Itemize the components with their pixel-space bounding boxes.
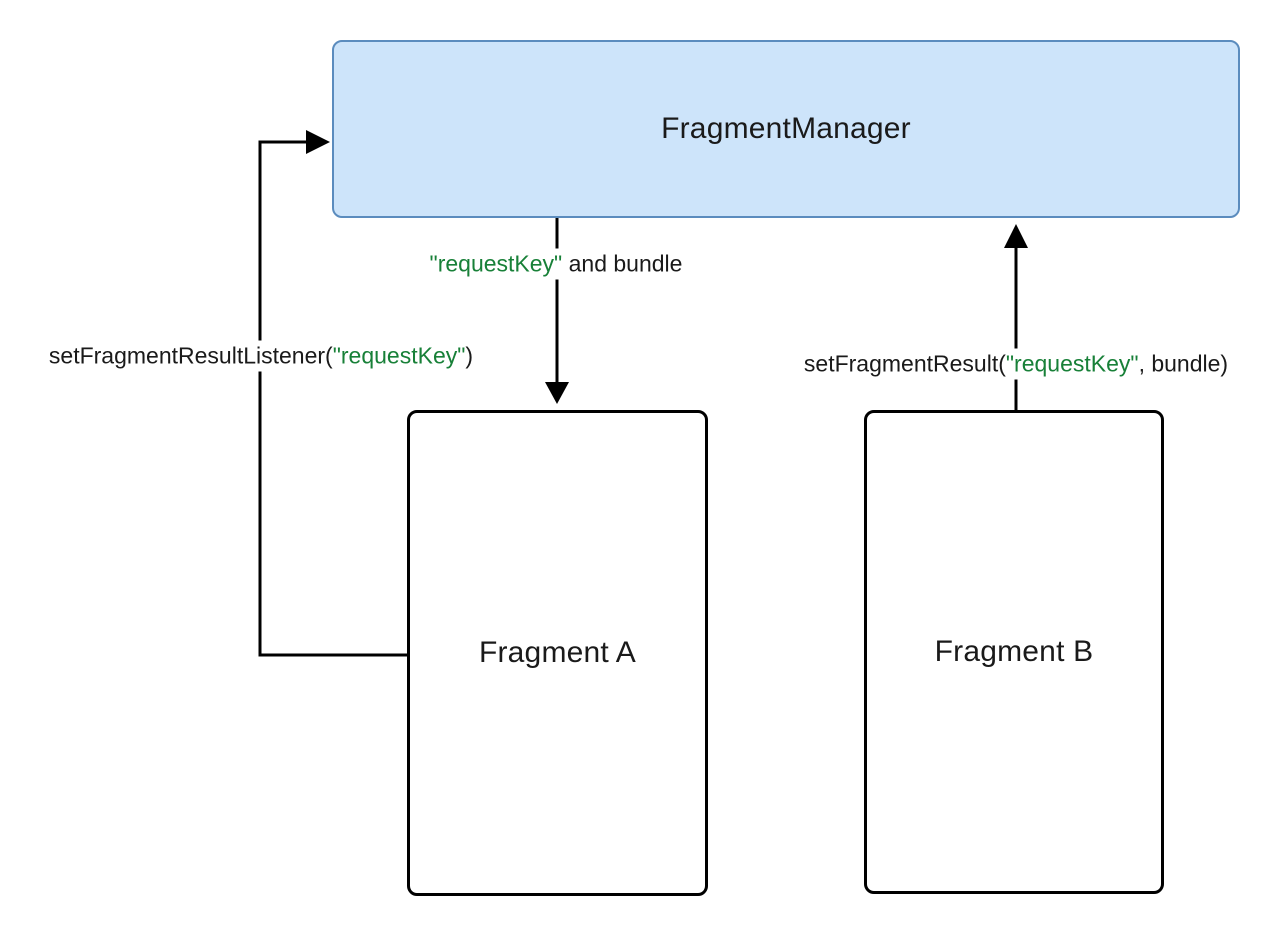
fragment-manager-label: FragmentManager (661, 112, 911, 145)
edge-label-set-result: setFragmentResult("requestKey", bundle) (796, 348, 1236, 380)
edge-label-set-listener: setFragmentResultListener("requestKey") (41, 340, 481, 372)
edge-label-result-suffix: , bundle) (1138, 350, 1229, 377)
node-fragment-manager: FragmentManager (332, 40, 1240, 218)
arrow-set-listener-line (258, 140, 407, 657)
fragment-a-label: Fragment A (478, 636, 637, 669)
arrow-set-listener-head-icon (306, 130, 330, 154)
edge-label-listener-suffix: ) (465, 342, 474, 369)
request-key-literal: "requestKey" (1005, 350, 1139, 377)
request-key-literal: "requestKey" (429, 250, 563, 277)
edge-label-deliver: "requestKey" and bundle (422, 248, 690, 280)
fragment-b-label: Fragment B (934, 635, 1094, 668)
edge-label-deliver-suffix: and bundle (562, 250, 683, 277)
arrow-deliver-head-icon (545, 382, 569, 404)
edge-label-listener-prefix: setFragmentResultListener( (48, 342, 333, 369)
arrow-set-result-head-icon (1004, 224, 1028, 248)
node-fragment-b: Fragment B (864, 410, 1164, 894)
node-fragment-a: Fragment A (407, 410, 708, 896)
request-key-literal: "requestKey" (332, 342, 466, 369)
edge-label-result-prefix: setFragmentResult( (803, 350, 1006, 377)
